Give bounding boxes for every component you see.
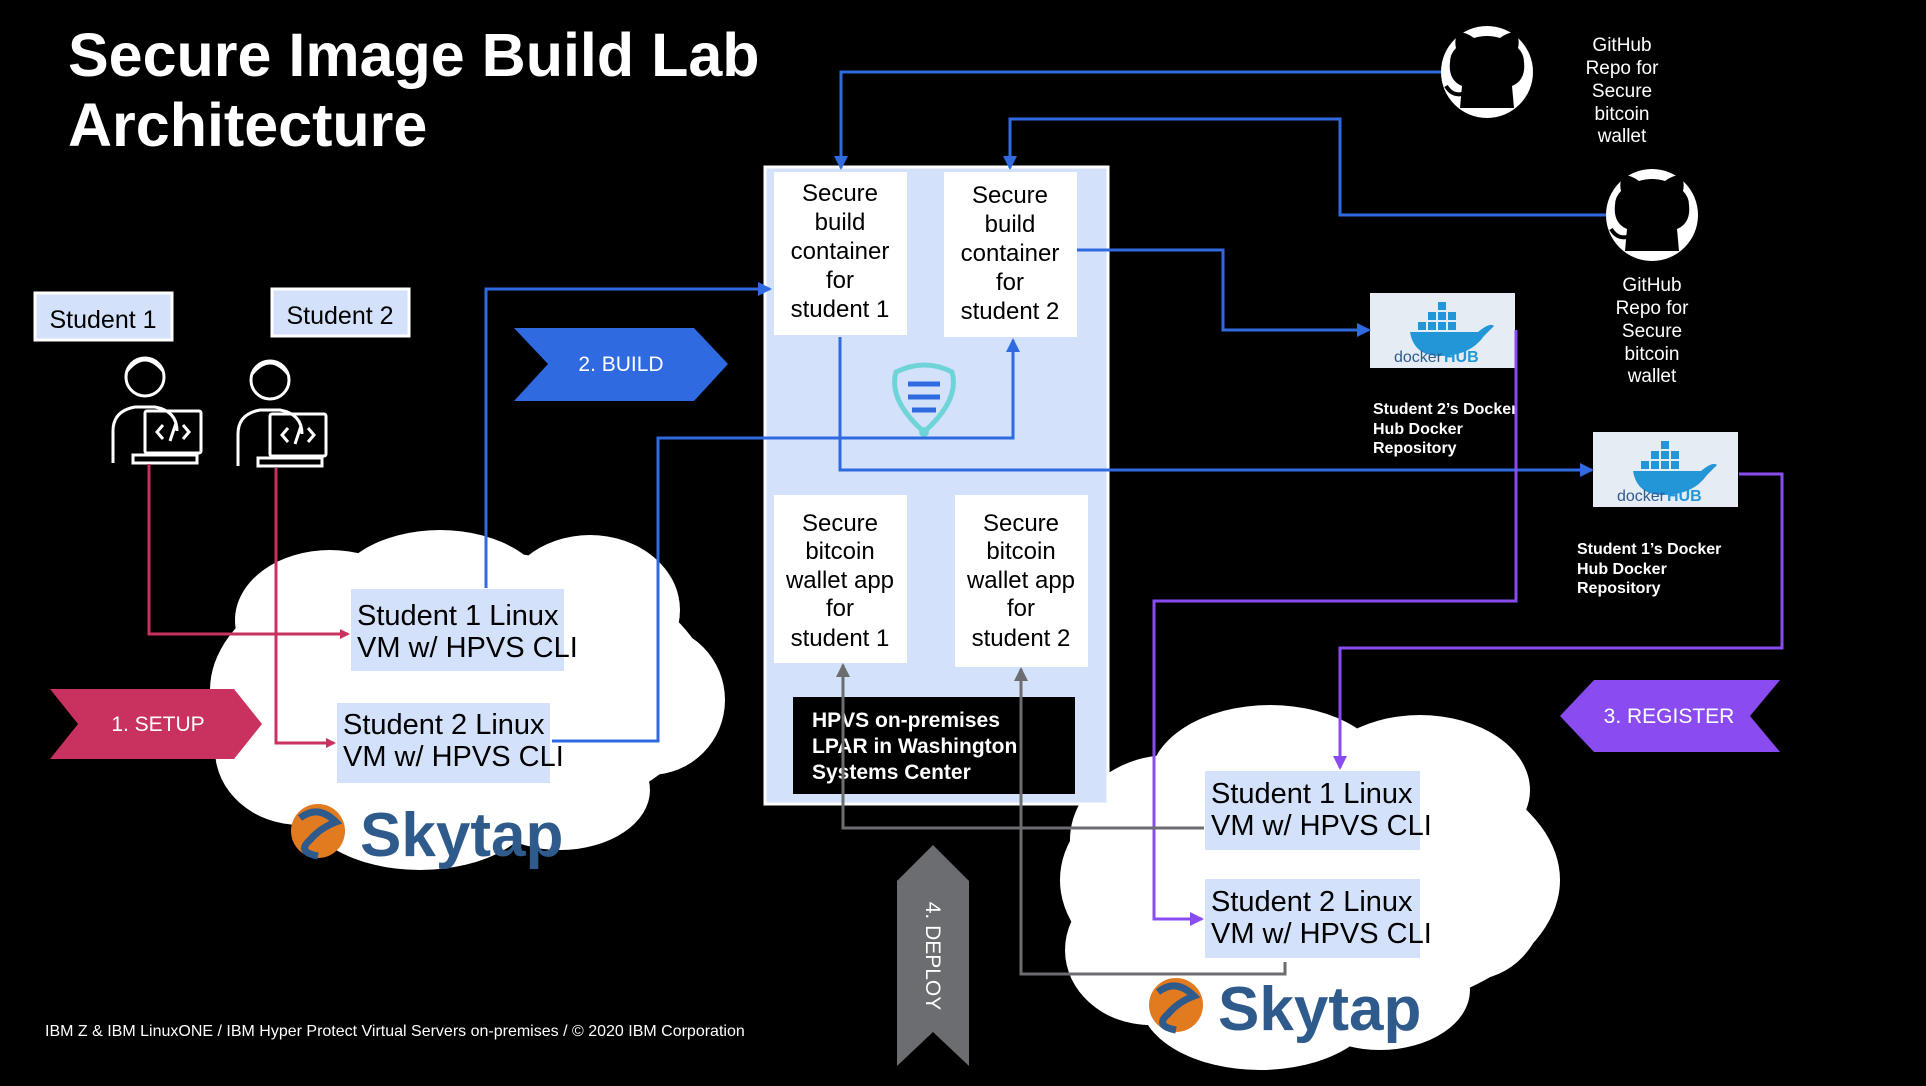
github-text: Secure [1592, 81, 1652, 102]
vm-text: VM w/ HPVS CLI [1211, 810, 1432, 842]
dockerhub-logo-student-1: docker HUB [1593, 432, 1738, 507]
github-text: GitHub [1622, 275, 1681, 296]
vm-text: VM w/ HPVS CLI [343, 741, 564, 773]
right-vm-student-2: Student 2 Linux VM w/ HPVS CLI [1205, 879, 1432, 958]
container-text: Secure [802, 180, 878, 207]
page-title: Secure Image Build Lab Architecture [68, 21, 760, 159]
lpar-text: HPVS on-premises [812, 709, 1000, 732]
github-text: Repo for [1586, 58, 1660, 79]
dockerhub-text: docker [1394, 349, 1443, 366]
github-repo-label-2: GitHub Repo for Secure bitcoin wallet [1616, 275, 1690, 387]
container-text: bitcoin [986, 538, 1055, 565]
lpar-text: LPAR in Washington [812, 735, 1017, 758]
vm-text: Student 2 Linux [1211, 886, 1413, 918]
step-deploy-chevron: 4. DEPLOY [897, 845, 969, 1066]
lpar-label: HPVS on-premises LPAR in Washington Syst… [793, 697, 1075, 794]
developer-icon [236, 359, 328, 468]
dockerhub-repo-label-student-1: Student 1’s Docker Hub Docker Repository [1577, 541, 1721, 597]
vm-text: Student 1 Linux [1211, 778, 1413, 810]
dockerhub-text: HUB [1667, 488, 1702, 505]
github-text: wallet [1597, 126, 1647, 147]
step-label: 4. DEPLOY [921, 902, 944, 1011]
dockerhub-logo-student-2: docker HUB [1370, 293, 1515, 368]
github-repo-label-1: GitHub Repo for Secure bitcoin wallet [1586, 35, 1660, 147]
secure-build-container-student-1: Secure build container for student 1 [774, 172, 907, 335]
shield-icon [892, 362, 956, 437]
container-text: container [791, 238, 890, 265]
github-text: wallet [1627, 366, 1677, 387]
dockerhub-repo-text: Hub Docker [1577, 561, 1667, 578]
step-setup-chevron: 1. SETUP [50, 689, 262, 759]
github-text: Repo for [1616, 298, 1690, 319]
dockerhub-repo-text: Student 2’s Docker [1373, 401, 1517, 418]
student-1-label: Student 1 [33, 291, 174, 342]
step-build-chevron: 2. BUILD [514, 328, 728, 401]
container-text: bitcoin [805, 538, 874, 565]
container-text: build [815, 209, 866, 236]
step-label: 2. BUILD [578, 353, 663, 376]
vm-text: VM w/ HPVS CLI [1211, 918, 1432, 950]
dockerhub-repo-text: Repository [1373, 440, 1457, 457]
github-icon [1606, 169, 1698, 261]
container-text: for [1007, 595, 1035, 622]
title-line-1: Secure Image Build Lab [68, 21, 760, 89]
left-vm-student-1: Student 1 Linux VM w/ HPVS CLI [351, 589, 578, 671]
container-text: build [985, 211, 1036, 238]
github-text: GitHub [1592, 35, 1651, 56]
register-flow-arrows [1152, 330, 1784, 926]
container-text: student 2 [972, 625, 1071, 652]
student-2-text: Student 2 [286, 302, 393, 330]
container-text: student 2 [961, 298, 1060, 325]
vm-text: Student 2 Linux [343, 709, 545, 741]
dockerhub-text: docker [1617, 488, 1666, 505]
footer-text: IBM Z & IBM LinuxONE / IBM Hyper Protect… [45, 1023, 745, 1040]
dockerhub-repo-text: Student 1’s Docker [1577, 541, 1721, 558]
skytap-logo-right: Skytap [1149, 975, 1421, 1044]
container-text: student 1 [791, 625, 890, 652]
container-text: for [996, 269, 1024, 296]
github-text: bitcoin [1625, 344, 1680, 365]
lpar-text: Systems Center [812, 761, 971, 784]
student-2-label: Student 2 [270, 287, 411, 338]
container-text: for [826, 267, 854, 294]
build-flow-arrows [484, 70, 1606, 743]
vm-text: Student 1 Linux [357, 600, 559, 632]
dockerhub-text: HUB [1444, 349, 1479, 366]
step-label: 1. SETUP [111, 713, 204, 736]
container-text: wallet app [966, 567, 1075, 594]
left-vm-student-2: Student 2 Linux VM w/ HPVS CLI [337, 703, 564, 783]
developer-icon [111, 356, 203, 465]
dockerhub-repo-text: Hub Docker [1373, 421, 1463, 438]
skytap-wordmark: Skytap [1218, 975, 1421, 1044]
dockerhub-repo-label-student-2: Student 2’s Docker Hub Docker Repository [1373, 401, 1517, 457]
skytap-logo-left: Skytap [291, 801, 563, 870]
setup-flow-arrows [147, 464, 350, 748]
step-register-chevron: 3. REGISTER [1560, 680, 1780, 752]
right-vm-student-1: Student 1 Linux VM w/ HPVS CLI [1205, 771, 1432, 850]
container-text: for [826, 595, 854, 622]
title-line-2: Architecture [68, 91, 427, 159]
container-text: container [961, 240, 1060, 267]
vm-text: VM w/ HPVS CLI [357, 632, 578, 664]
github-text: Secure [1622, 321, 1682, 342]
skytap-wordmark: Skytap [360, 801, 563, 870]
dockerhub-repo-text: Repository [1577, 580, 1661, 597]
wallet-app-student-2: Secure bitcoin wallet app for student 2 [955, 495, 1088, 667]
container-text: student 1 [791, 296, 890, 323]
github-icon [1441, 26, 1533, 118]
secure-build-container-student-2: Secure build container for student 2 [944, 172, 1077, 337]
deploy-flow-arrows [836, 663, 1287, 976]
step-label: 3. REGISTER [1604, 705, 1735, 728]
github-text: bitcoin [1595, 104, 1650, 125]
student-1-text: Student 1 [49, 306, 156, 334]
wallet-app-student-1: Secure bitcoin wallet app for student 1 [774, 495, 907, 663]
container-text: Secure [972, 182, 1048, 209]
container-text: Secure [983, 510, 1059, 537]
container-text: Secure [802, 510, 878, 537]
container-text: wallet app [785, 567, 894, 594]
